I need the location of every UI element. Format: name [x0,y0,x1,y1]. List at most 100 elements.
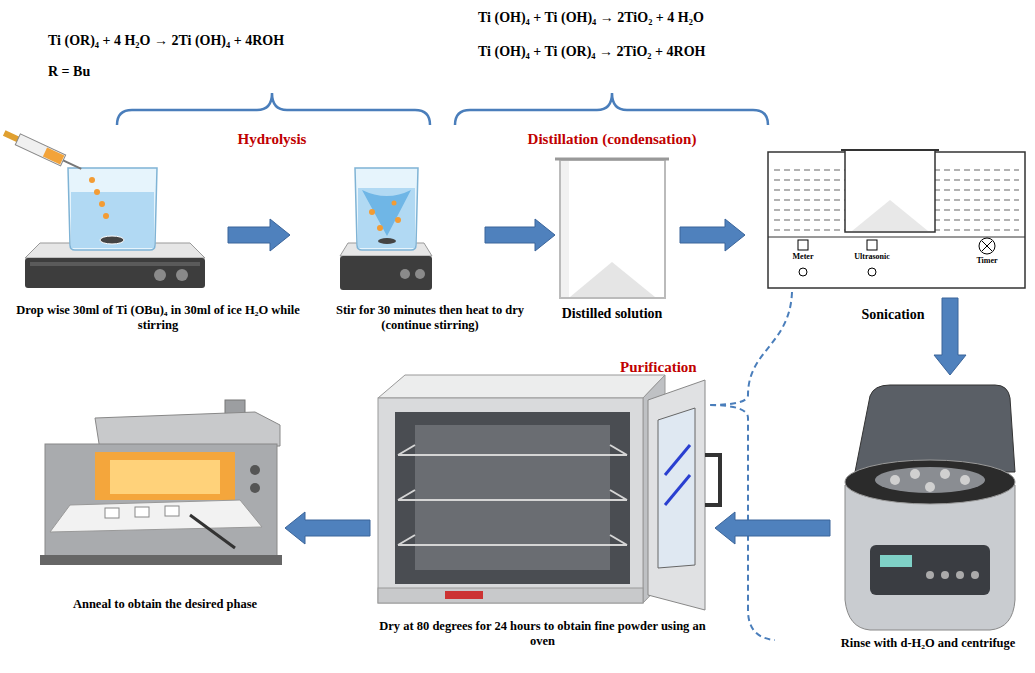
drying-oven [395,412,630,584]
process-step: Distilled solution [555,155,680,305]
drops [89,177,95,183]
step-caption: Sonication [838,307,948,324]
centrifuge [960,475,970,485]
centrifuge [845,385,1015,630]
drying-oven [378,588,643,603]
centrifuge [940,469,950,479]
flow-arrow [228,219,290,251]
centrifuge [890,469,970,492]
centrifuge [941,571,949,579]
furnace [45,444,277,556]
drying-oven [610,490,627,500]
bracket [117,93,768,125]
centrifuge [956,571,964,579]
drying-oven [665,475,690,505]
stage-heading: Hydrolysis [238,131,307,148]
furnace [40,555,282,565]
bracket [455,93,768,125]
equation: Ti (OH)₄ + Ti (OR)₄ → 2TiO₂ + 4ROH [478,44,705,60]
equation: Ti (OR)₄ + 4 H₂O → 2Ti (OH)₄ + 4ROH [48,33,284,49]
drying-oven [378,375,720,610]
flow-arrow [485,219,555,251]
ultrasonic-bath [852,200,928,231]
step-caption: Distilled solution [542,306,682,323]
process-step: Rinse with d-H₂O and centrifuge [830,375,1025,630]
hot-plate [400,269,410,279]
flow-arrow [934,298,966,375]
drying-oven [705,455,720,505]
centrifuge [926,571,934,579]
equation: R = Bu [48,64,90,80]
ultrasonic-bath [845,150,935,232]
process-step: Anneal to obtain the desired phase [30,405,285,570]
process-step: Drop wise 30ml of Ti (OBu)₄ in 30ml of i… [18,160,228,300]
step-caption: Stir for 30 minutes then heat to dry (co… [320,303,540,333]
hot-plate [30,262,200,266]
furnace [250,465,260,475]
drying-oven [610,445,627,455]
beaker [100,236,124,244]
drying-oven [665,445,690,475]
control-label: Meter [793,252,814,261]
large-beaker [555,159,669,298]
large-beaker [560,160,665,298]
hot-plate [154,269,166,281]
centrifuge [870,545,990,595]
drops [99,201,105,207]
bracket [117,93,430,125]
centrifuge [925,482,935,492]
syringe [2,128,84,175]
drying-oven [398,535,415,545]
ultrasonic-bath [979,238,995,254]
hot-plate [340,256,432,290]
beaker [71,192,154,248]
centrifuge [845,460,1015,504]
beaker [68,168,157,250]
drying-oven [398,490,415,500]
hot-plate [176,269,188,281]
beaker [358,188,415,248]
ultrasonic-bath [868,268,876,276]
furnace [110,460,220,494]
process-step: Sonication [745,148,1027,298]
drying-oven [610,535,627,545]
furnace [135,507,149,517]
stage-heading: Purification [620,359,697,376]
beaker [355,168,418,250]
drops [395,217,401,223]
drops [377,225,383,231]
step-caption: Rinse with d-H₂O and centrifuge [828,636,1028,651]
large-beaker [570,262,655,297]
ultrasonic-bath [982,241,992,251]
hot-plate [415,269,425,279]
drying-oven [398,499,627,501]
stage-heading: Distillation (condensation) [528,131,697,148]
beaker [362,190,411,236]
furnace [190,515,235,548]
large-beaker [555,158,669,161]
drops [89,177,109,219]
ultrasonic-bath [841,149,939,151]
centrifuge [855,385,1015,472]
drying-oven [415,425,610,570]
beaker [378,238,396,244]
ultrasonic-bath [867,240,877,250]
centrifuge [910,469,920,479]
drying-oven [648,380,705,610]
control-label: Ultrasonic [854,252,890,261]
furnace [225,400,245,414]
ultrasonic-bath [798,240,808,250]
furnace [50,500,262,532]
flow-arrow [680,219,745,251]
syringe [15,134,65,166]
drying-oven [445,591,483,599]
drying-oven [658,408,695,568]
centrifuge [845,485,1015,630]
drying-oven [378,375,665,398]
drops [369,201,401,232]
centrifuge [971,571,979,579]
drying-oven [398,445,627,545]
